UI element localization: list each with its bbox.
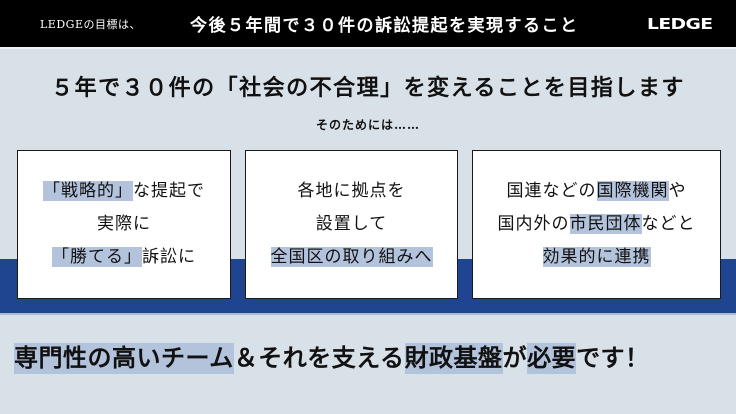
card-line: 効果的に連携	[542, 241, 651, 274]
card-highlight: 国際機関	[596, 181, 669, 201]
band-divider	[0, 313, 736, 315]
card-text: 国連などの	[506, 181, 597, 201]
card-text: などと	[641, 214, 696, 234]
card-highlight: 市民団体	[569, 214, 642, 234]
card-line: 国内外の市民団体などと	[498, 208, 696, 241]
subline: そのためには……	[315, 118, 420, 132]
footer-highlight: 財政基盤	[404, 343, 503, 374]
card-highlight: 「勝てる」	[52, 247, 142, 267]
card-text: 訴訟に	[142, 247, 196, 267]
card-nationwide-bases: 各地に拠点を設置して全国区の取り組みへ	[245, 150, 458, 299]
card-line: 国連などの国際機関や	[507, 175, 687, 208]
card-text: 国内外の	[497, 214, 570, 234]
card-line: 「勝てる」訴訟に	[52, 241, 196, 274]
header-goal-text: 今後５年間で３０件の訴訟提起を実現すること	[190, 16, 579, 36]
card-text: 設置して	[315, 214, 388, 234]
card-line: 「戦略的」な提起で	[43, 175, 205, 208]
headline: ５年で３０件の「社会の不合理」を変えることを目指します	[51, 75, 685, 101]
card-highlight: 効果的に連携	[542, 247, 651, 267]
ledge-logo: LEDGE	[647, 15, 713, 33]
card-strategic-litigation: 「戦略的」な提起で実際に「勝てる」訴訟に	[17, 150, 231, 299]
header-divider	[0, 47, 736, 49]
card-international-partnership: 国連などの国際機関や国内外の市民団体などと効果的に連携	[472, 150, 721, 299]
card-text: や	[668, 181, 687, 201]
header-bar: LEDGEの目標は、 今後５年間で３０件の訴訟提起を実現すること LEDGE	[0, 0, 736, 47]
footer-message: 専門性の高いチーム＆それを支える財政基盤が必要です！	[14, 338, 650, 374]
card-line: 設置して	[316, 208, 388, 241]
footer-text: ＆それを支える	[233, 343, 405, 372]
card-highlight: 全国区の取り組みへ	[270, 247, 433, 267]
footer-text: が	[502, 343, 528, 372]
card-line: 各地に拠点を	[298, 175, 406, 208]
footer-highlight: 専門性の高いチーム	[14, 343, 234, 374]
card-text: な提起で	[133, 181, 205, 201]
card-text: 各地に拠点を	[297, 181, 406, 201]
footer-highlight: 必要	[527, 343, 577, 374]
card-text: 実際に	[97, 214, 151, 234]
footer-text: です！	[576, 343, 650, 372]
card-highlight: 「戦略的」	[43, 181, 133, 201]
card-line: 実際に	[97, 208, 151, 241]
card-line: 全国区の取り組みへ	[270, 241, 433, 274]
header-lead-text: LEDGEの目標は、	[40, 18, 141, 31]
